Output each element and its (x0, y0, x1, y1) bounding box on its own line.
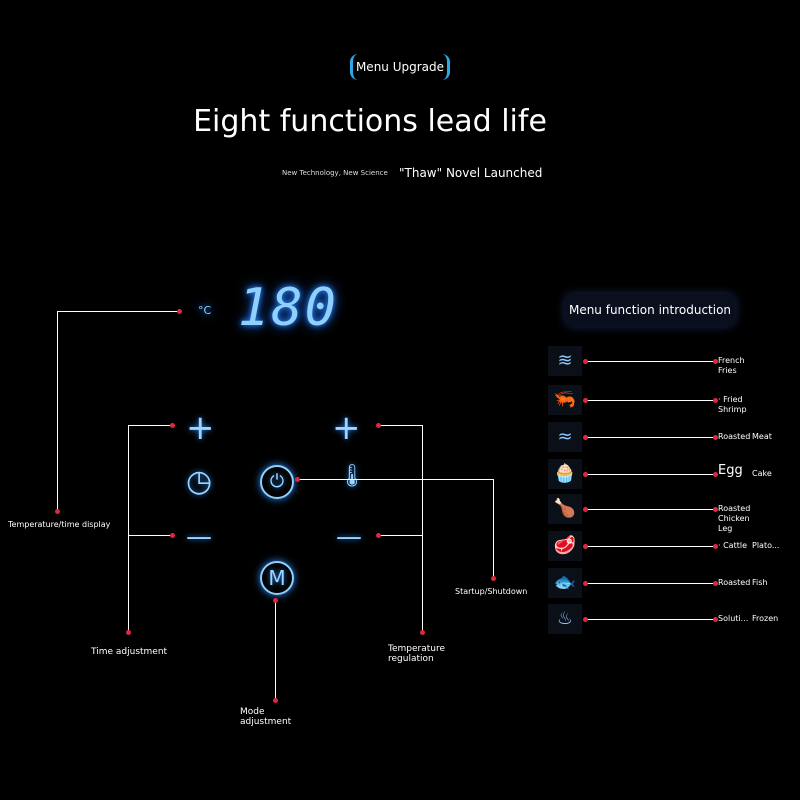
menu-item-line (585, 509, 715, 510)
menu-item-line (585, 546, 715, 547)
callout-dot (583, 472, 588, 477)
menu-item-label: Roasted Chicken Leg (718, 504, 751, 533)
callout-line (128, 425, 129, 632)
menu-item-line (585, 361, 715, 362)
callout-dot (583, 617, 588, 622)
callout-dot (583, 435, 588, 440)
callout-dot (583, 581, 588, 586)
callout-line (128, 425, 172, 426)
menu-item-label-secondary: Plato... (752, 541, 780, 550)
cake-icon: 🧁 (548, 459, 582, 489)
subtitle-left: New Technology, New Science (282, 169, 388, 177)
callout-dot (376, 423, 381, 428)
callout-dot (713, 359, 718, 364)
callout-dot (583, 359, 588, 364)
startup-shutdown-label: Startup/Shutdown (455, 587, 528, 596)
power-button[interactable]: ⏻ (260, 465, 294, 499)
callout-dot (273, 598, 278, 603)
menu-upgrade-badge: Menu Upgrade (350, 54, 450, 80)
callout-dot (713, 472, 718, 477)
temp-plus-button[interactable]: + (332, 408, 361, 448)
callout-dot (713, 581, 718, 586)
fish-icon: 🐟 (548, 568, 582, 598)
callout-dot (713, 507, 718, 512)
meat-icon: ≈ (548, 422, 582, 452)
callout-dot (126, 630, 131, 635)
temperature-display: 180 (238, 278, 338, 338)
menu-item-label-secondary: Meat (752, 432, 772, 441)
callout-line (275, 600, 276, 700)
menu-item-line (585, 400, 715, 401)
subtitle-right: "Thaw" Novel Launched (399, 166, 543, 180)
callout-line (57, 311, 179, 312)
callout-dot (273, 698, 278, 703)
display-label: Temperature/time display (8, 520, 111, 529)
callout-dot (420, 630, 425, 635)
menu-item-line (585, 619, 715, 620)
callout-dot (713, 544, 718, 549)
callout-dot (583, 544, 588, 549)
callout-dot (55, 509, 60, 514)
callout-line (378, 535, 422, 536)
menu-item-label: Roasted (718, 432, 751, 441)
callout-line (378, 425, 422, 426)
callout-dot (376, 533, 381, 538)
callout-line (57, 311, 58, 511)
callout-dot (713, 617, 718, 622)
temp-minus-button[interactable]: — (336, 522, 362, 552)
menu-item-line (585, 474, 715, 475)
menu-item-line (585, 583, 715, 584)
celsius-unit: °C (198, 304, 212, 317)
callout-dot (583, 398, 588, 403)
temperature-regulation-label: Temperature regulation (388, 644, 446, 664)
time-minus-button[interactable]: — (186, 522, 212, 552)
thaw-icon: ♨ (548, 604, 582, 634)
menu-item-label: Egg (718, 463, 743, 478)
callout-dot (177, 309, 182, 314)
callout-dot (170, 533, 175, 538)
callout-dot (713, 435, 718, 440)
menu-item-label: · Fried Shrimp (718, 395, 747, 414)
menu-item-label: Soluti... (718, 614, 749, 623)
callout-line (422, 425, 423, 632)
menu-item-line (585, 437, 715, 438)
callout-dot (713, 398, 718, 403)
steak-icon: 🥩 (548, 531, 582, 561)
menu-item-label: Roasted (718, 578, 751, 587)
callout-dot (491, 576, 496, 581)
callout-line (128, 535, 172, 536)
callout-line (493, 479, 494, 578)
menu-item-label-secondary: Fish (752, 578, 768, 587)
shrimp-icon: 🦐 (548, 385, 582, 415)
callout-dot (583, 507, 588, 512)
callout-dot (295, 477, 300, 482)
time-plus-button[interactable]: + (186, 408, 215, 448)
clock-icon[interactable]: ◷ (186, 464, 213, 499)
page-title: Eight functions lead life (193, 104, 547, 139)
callout-line (297, 479, 493, 480)
time-adjustment-label: Time adjustment (91, 647, 168, 657)
menu-intro-title: Menu function introduction (565, 294, 735, 326)
chicken-leg-icon: 🍗 (548, 494, 582, 524)
fries-icon: ≋ (548, 346, 582, 376)
mode-button[interactable]: M (260, 561, 294, 595)
menu-item-label: · Cattle (718, 541, 747, 550)
menu-item-label-secondary: Frozen (752, 614, 779, 623)
callout-dot (170, 423, 175, 428)
mode-adjustment-label: Mode adjustment (240, 707, 292, 727)
menu-item-label: French Fries (718, 356, 745, 375)
menu-item-label-secondary: Cake (752, 469, 772, 478)
thermometer-icon: 🌡 (338, 464, 366, 489)
